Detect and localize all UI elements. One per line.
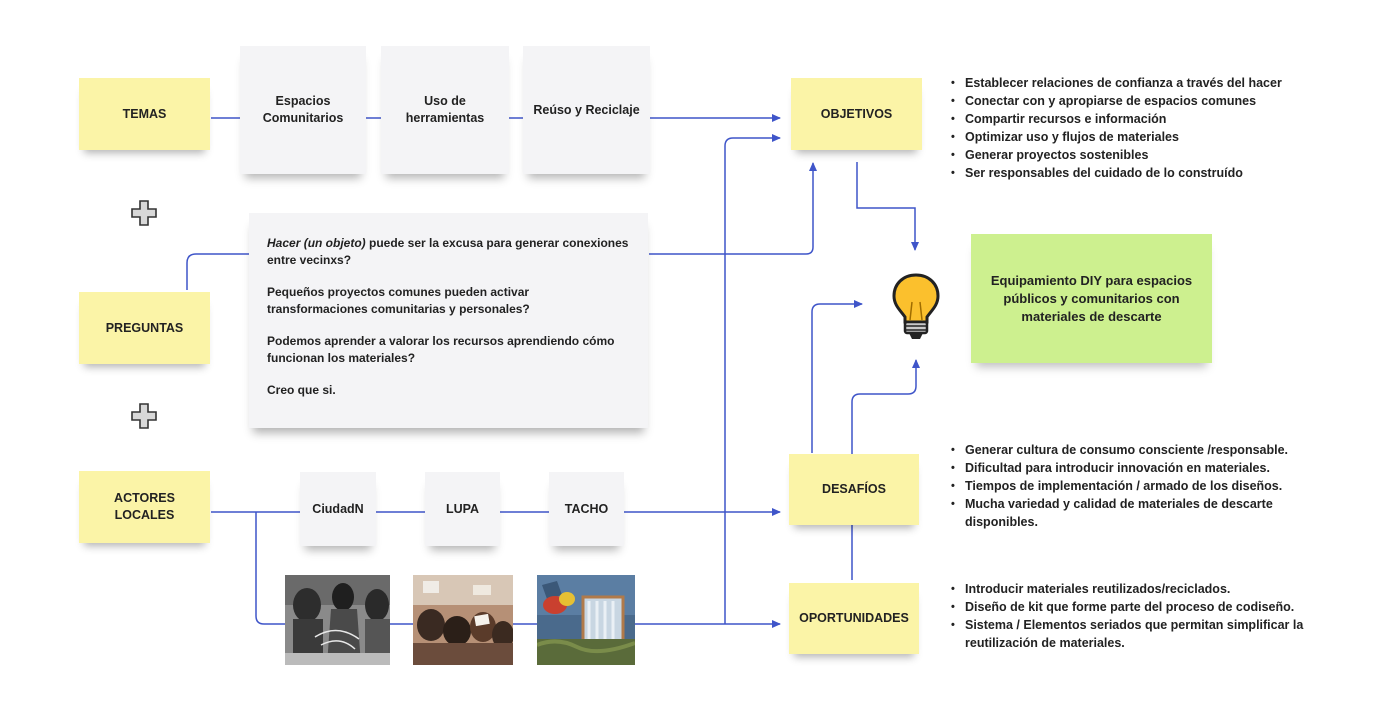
note-preguntas-label: PREGUNTAS	[105, 320, 184, 335]
pregunta-3: Podemos aprender a valorar los recursos …	[267, 334, 615, 365]
list-item: Ser responsables del cuidado de lo const…	[951, 164, 1371, 182]
pregunta-2: Pequeños proyectos comunes pueden activa…	[267, 285, 530, 316]
note-desafios-label: DESAFÍOS	[822, 482, 886, 496]
note-tema-item: Espacios Comunitarios	[240, 46, 366, 174]
desafios-list: Generar cultura de consumo consciente /r…	[951, 441, 1323, 531]
note-resultado: Equipamiento DIY para espacios públicos …	[971, 234, 1212, 363]
note-temas-label: TEMAS	[122, 106, 167, 121]
list-item: Tiempos de implementación / armado de lo…	[951, 477, 1323, 495]
pregunta-1: Hacer (un objeto) puede ser la excusa pa…	[267, 235, 630, 268]
list-item: Sistema / Elementos seriados que permita…	[951, 616, 1331, 652]
note-actor-item: CiudadN	[300, 472, 376, 546]
list-item: Compartir recursos e información	[951, 110, 1371, 128]
note-actor-item-label: TACHO	[564, 501, 609, 516]
list-item: Generar proyectos sostenibles	[951, 146, 1371, 164]
note-actores: ACTORES LOCALES	[79, 471, 210, 543]
note-actores-label: ACTORES LOCALES	[114, 491, 175, 522]
objetivos-list: Establecer relaciones de confianza a tra…	[951, 74, 1371, 182]
note-objetivos: OBJETIVOS	[791, 78, 922, 150]
note-temas: TEMAS	[79, 78, 210, 150]
list-item: Generar cultura de consumo consciente /r…	[951, 441, 1323, 459]
note-tema-item-label: Reúso y Reciclaje	[533, 102, 640, 117]
list-item: Introducir materiales reutilizados/recic…	[951, 580, 1331, 598]
note-tema-item: Reúso y Reciclaje	[523, 46, 650, 174]
note-resultado-label: Equipamiento DIY para espacios públicos …	[990, 272, 1193, 324]
note-actor-item: TACHO	[549, 472, 624, 546]
list-item: Dificultad para introducir innovación en…	[951, 459, 1323, 477]
preguntas-card: Hacer (un objeto) puede ser la excusa pa…	[249, 213, 648, 428]
pregunta-4: Creo que si.	[267, 383, 336, 397]
note-desafios: DESAFÍOS	[789, 454, 919, 525]
plus-icon	[131, 403, 157, 429]
list-item: Conectar con y apropiarse de espacios co…	[951, 92, 1371, 110]
list-item: Establecer relaciones de confianza a tra…	[951, 74, 1371, 92]
note-actor-item-label: LUPA	[445, 501, 480, 516]
photo-workshop-2	[413, 575, 513, 665]
pregunta-1-text: puede ser la excusa para generar conexio…	[267, 236, 629, 267]
note-tema-item-label: Espacios Comunitarios	[262, 94, 344, 125]
oportunidades-list: Introducir materiales reutilizados/recic…	[951, 580, 1331, 652]
note-preguntas: PREGUNTAS	[79, 292, 210, 364]
note-actor-item-label: CiudadN	[312, 501, 364, 516]
list-item: Mucha variedad y calidad de materiales d…	[951, 495, 1323, 531]
plus-icon	[131, 200, 157, 226]
note-objetivos-label: OBJETIVOS	[820, 106, 893, 121]
note-oportunidades-label: OPORTUNIDADES	[799, 611, 909, 625]
note-tema-item: Uso de herramientas	[381, 46, 509, 174]
list-item: Optimizar uso y flujos de materiales	[951, 128, 1371, 146]
note-tema-item-label: Uso de herramientas	[405, 94, 485, 125]
list-item: Diseño de kit que forme parte del proces…	[951, 598, 1331, 616]
photo-workshop-3	[537, 575, 635, 665]
note-oportunidades: OPORTUNIDADES	[789, 583, 919, 654]
lightbulb-icon	[892, 273, 940, 339]
pregunta-1-italic: Hacer (un objeto)	[267, 236, 366, 250]
note-actor-item: LUPA	[425, 472, 500, 546]
photo-workshop-1	[285, 575, 390, 665]
